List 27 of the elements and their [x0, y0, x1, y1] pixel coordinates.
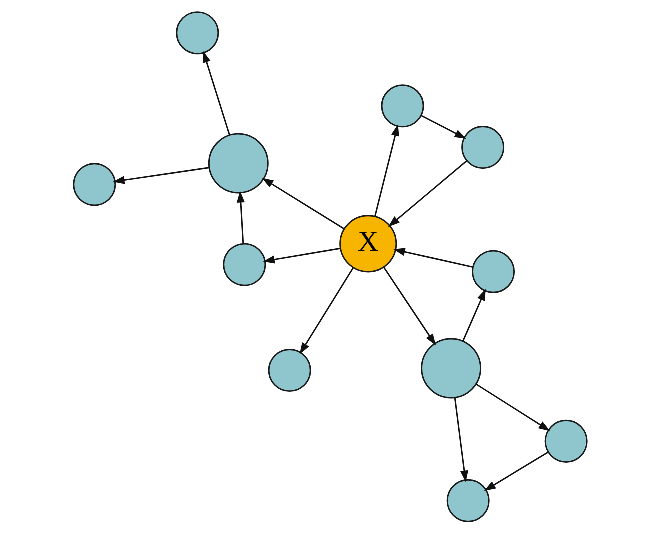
arrow	[462, 289, 486, 342]
arrow	[262, 178, 345, 230]
arrow	[454, 398, 469, 482]
node-circle	[73, 163, 116, 206]
arrow	[374, 124, 400, 217]
arrow	[263, 248, 341, 264]
node-circle	[544, 420, 588, 463]
node-circle	[176, 12, 220, 55]
arrow	[476, 384, 550, 432]
node-circle	[472, 250, 516, 294]
arrow	[300, 268, 354, 355]
arrow	[421, 115, 466, 139]
node-circle	[268, 349, 312, 392]
arrow	[394, 248, 474, 268]
node-circle: X	[340, 215, 398, 273]
arrow	[383, 266, 436, 346]
arrow	[484, 452, 549, 492]
arrow	[113, 167, 210, 184]
arrow	[388, 160, 468, 228]
node-circle	[462, 126, 505, 170]
node-circle	[208, 133, 269, 194]
arrow	[236, 191, 246, 244]
node-circle	[223, 243, 266, 286]
arrow	[202, 51, 230, 136]
node-circle	[421, 338, 482, 399]
node-circle	[446, 479, 490, 522]
node-circle	[381, 84, 424, 128]
